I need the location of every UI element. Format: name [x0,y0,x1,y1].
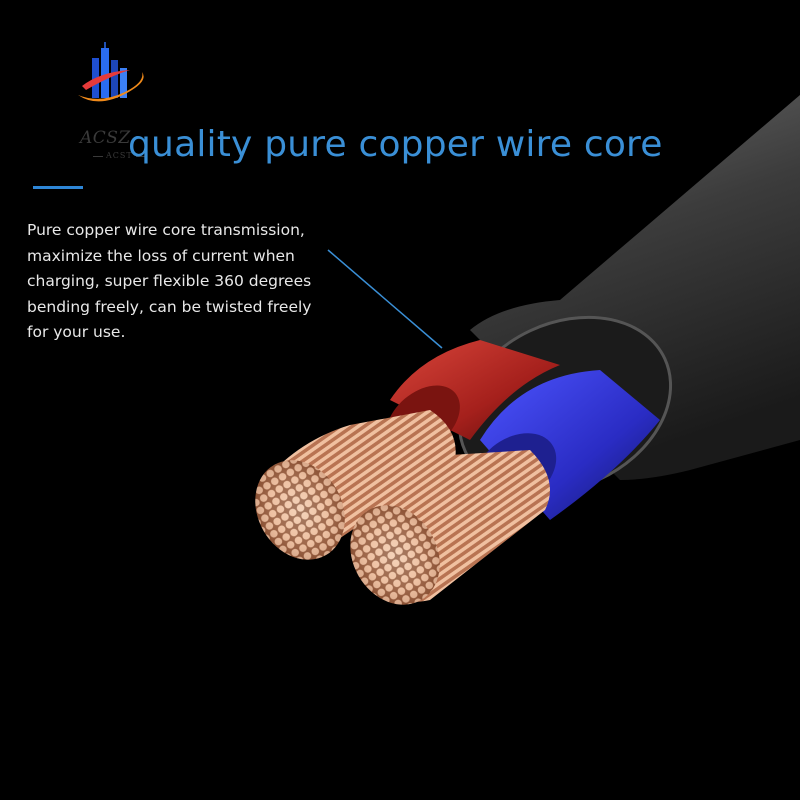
description-line: for your use. [27,323,126,341]
city-skyline-ring-icon [78,42,144,102]
description-line: Pure copper wire core transmission, [27,221,305,239]
description-line: bending freely, can be twisted freely [27,297,312,316]
brand-name: ACSZ [80,128,131,148]
description-line: charging, super flexible 360 degrees [27,272,312,290]
description-line: maximize the loss of current when [27,246,295,265]
brand-subtitle: ACST [90,151,149,160]
accent-bar [33,186,83,189]
callout-line [327,249,443,349]
description-text: Pure copper wire core transmission, maxi… [27,218,327,346]
headline: quality pure copper wire core [128,124,663,165]
